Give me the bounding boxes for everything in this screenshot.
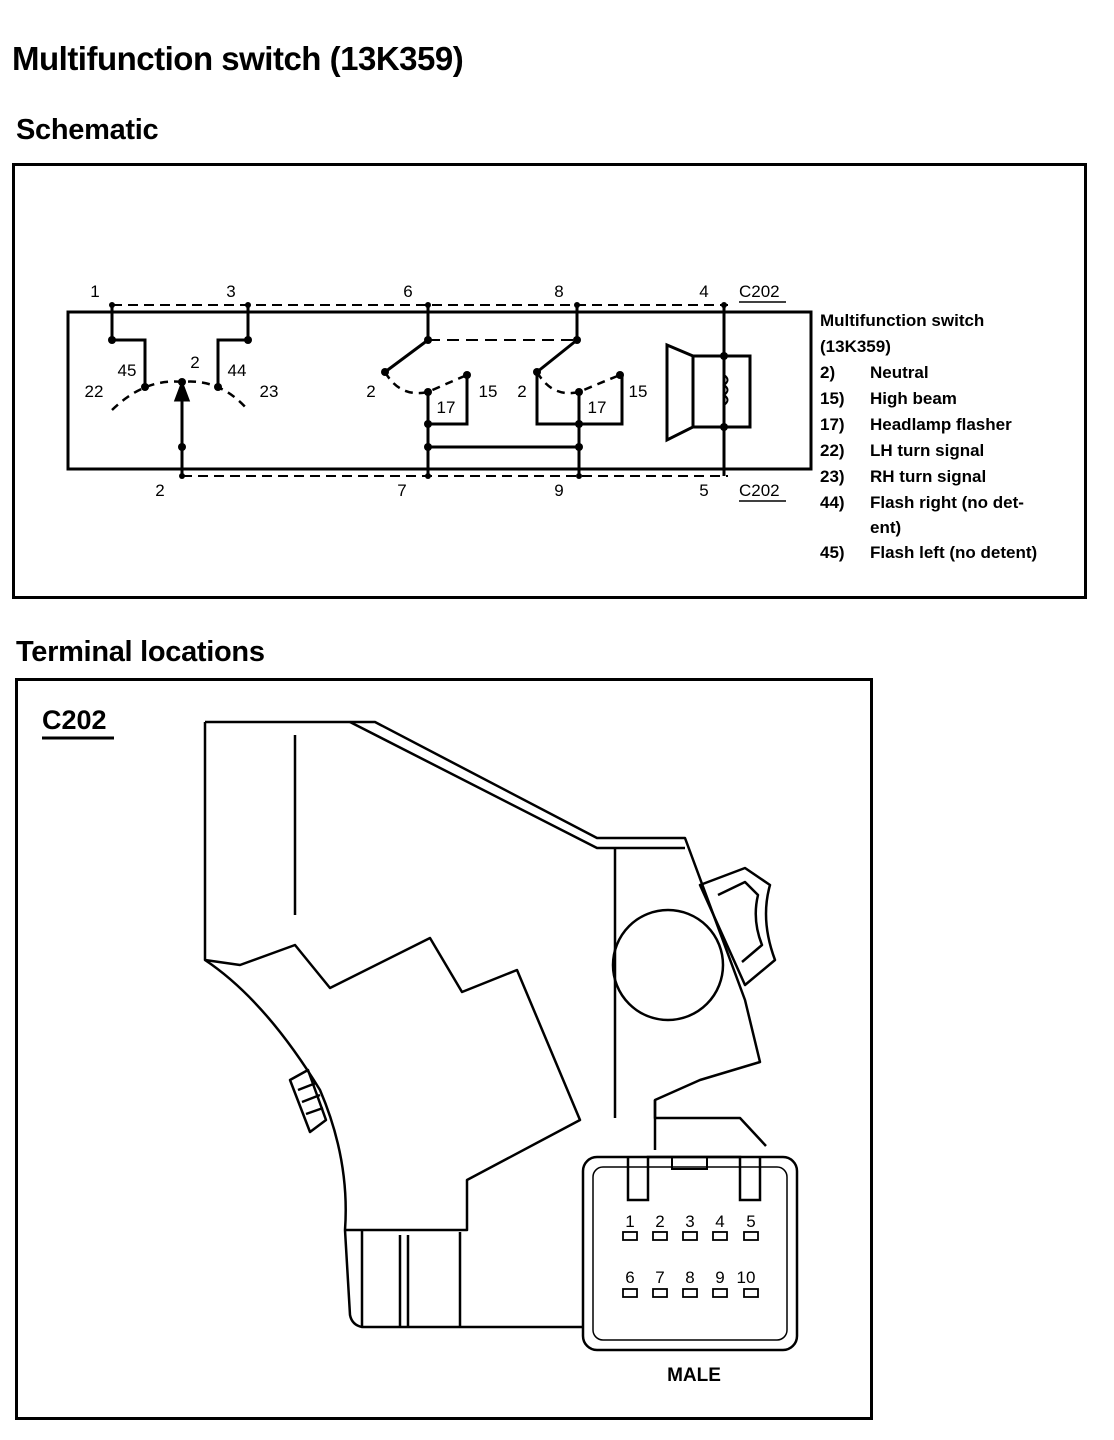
schematic-legend: Multifunction switch (13K359) 2) Neutral… [820, 311, 1037, 562]
contact-label: 17 [437, 398, 456, 417]
contact-label: 15 [629, 382, 648, 401]
pin-number: 8 [685, 1268, 694, 1287]
connector-gender-label: MALE [667, 1365, 721, 1386]
pin-label-bottom: 9 [554, 481, 563, 500]
pin-label-top: 3 [226, 282, 235, 301]
pin-number: 2 [655, 1212, 664, 1231]
switch-housing-drawing [203, 720, 777, 1329]
legend-text: ent) [870, 518, 901, 537]
legend-title: Multifunction switch [820, 311, 984, 330]
pin-number: 1 [625, 1212, 634, 1231]
legend-subtitle: (13K359) [820, 337, 891, 356]
legend-number: 2) [820, 363, 835, 382]
legend-text: Flash left (no detent) [870, 543, 1037, 562]
connector-label-top: C202 [739, 282, 780, 301]
pin-label-bottom: 5 [699, 481, 708, 500]
legend-number: 44) [820, 493, 845, 512]
schematic-frame [12, 163, 1087, 599]
legend-number: 22) [820, 441, 845, 460]
contact-label: 2 [517, 382, 526, 401]
schematic-nodes [108, 302, 728, 479]
legend-number: 23) [820, 467, 845, 486]
legend-number: 15) [820, 389, 845, 408]
schematic-heading: Schematic [16, 114, 159, 146]
pin-number: 3 [685, 1212, 694, 1231]
terminal-locations-frame [15, 678, 873, 1420]
contact-label: 15 [479, 382, 498, 401]
contact-label: 2 [366, 382, 375, 401]
pin-label-bottom: 7 [397, 481, 406, 500]
c202-pin-labels: 1 2 3 4 5 6 7 8 9 10 [625, 1212, 755, 1287]
connector-label: C202 [42, 705, 107, 735]
pin-number: 6 [625, 1268, 634, 1287]
legend-text: RH turn signal [870, 467, 986, 486]
connector-label-bottom: C202 [739, 481, 780, 500]
pin-number: 10 [737, 1268, 756, 1287]
schematic-diagram [66, 304, 813, 477]
schematic-pin-labels: 1 3 6 8 4 C202 2 7 9 5 C202 22 45 2 44 2… [85, 282, 786, 502]
pin-label-top: 4 [699, 282, 708, 301]
legend-text: High beam [870, 389, 957, 408]
contact-label: 23 [260, 382, 279, 401]
pin-label-top: 8 [554, 282, 563, 301]
legend-text: Flash right (no det- [870, 493, 1024, 512]
contact-label: 22 [85, 382, 104, 401]
legend-number: 17) [820, 415, 845, 434]
pin-number: 5 [746, 1212, 755, 1231]
page-title: Multifunction switch (13K359) [12, 40, 464, 77]
pin-label-bottom: 2 [155, 481, 164, 500]
contact-label: 2 [190, 353, 199, 372]
legend-number: 45) [820, 543, 845, 562]
terminal-locations-heading: Terminal locations [16, 636, 265, 668]
contact-label: 44 [228, 361, 247, 380]
legend-text: LH turn signal [870, 441, 984, 460]
legend-text: Neutral [870, 363, 929, 382]
pin-number: 9 [715, 1268, 724, 1287]
pin-number: 4 [715, 1212, 724, 1231]
pin-label-top: 6 [403, 282, 412, 301]
switch-body [66, 310, 813, 471]
contact-label: 17 [588, 398, 607, 417]
pin-number: 7 [655, 1268, 664, 1287]
pin-label-top: 1 [90, 282, 99, 301]
contact-label: 45 [118, 361, 137, 380]
c202-connector-face [581, 1155, 799, 1352]
legend-text: Headlamp flasher [870, 415, 1012, 434]
c202-pin-sockets [622, 1231, 759, 1298]
